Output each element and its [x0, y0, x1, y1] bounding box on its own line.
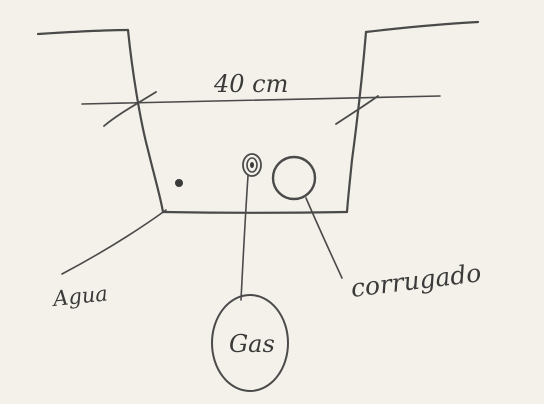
gas-inlet-core [250, 162, 254, 168]
gas-label: Gas [229, 330, 275, 358]
water-inlet-dot [175, 179, 183, 187]
width-label: 40 cm [213, 70, 288, 98]
bottom-line [163, 212, 347, 213]
